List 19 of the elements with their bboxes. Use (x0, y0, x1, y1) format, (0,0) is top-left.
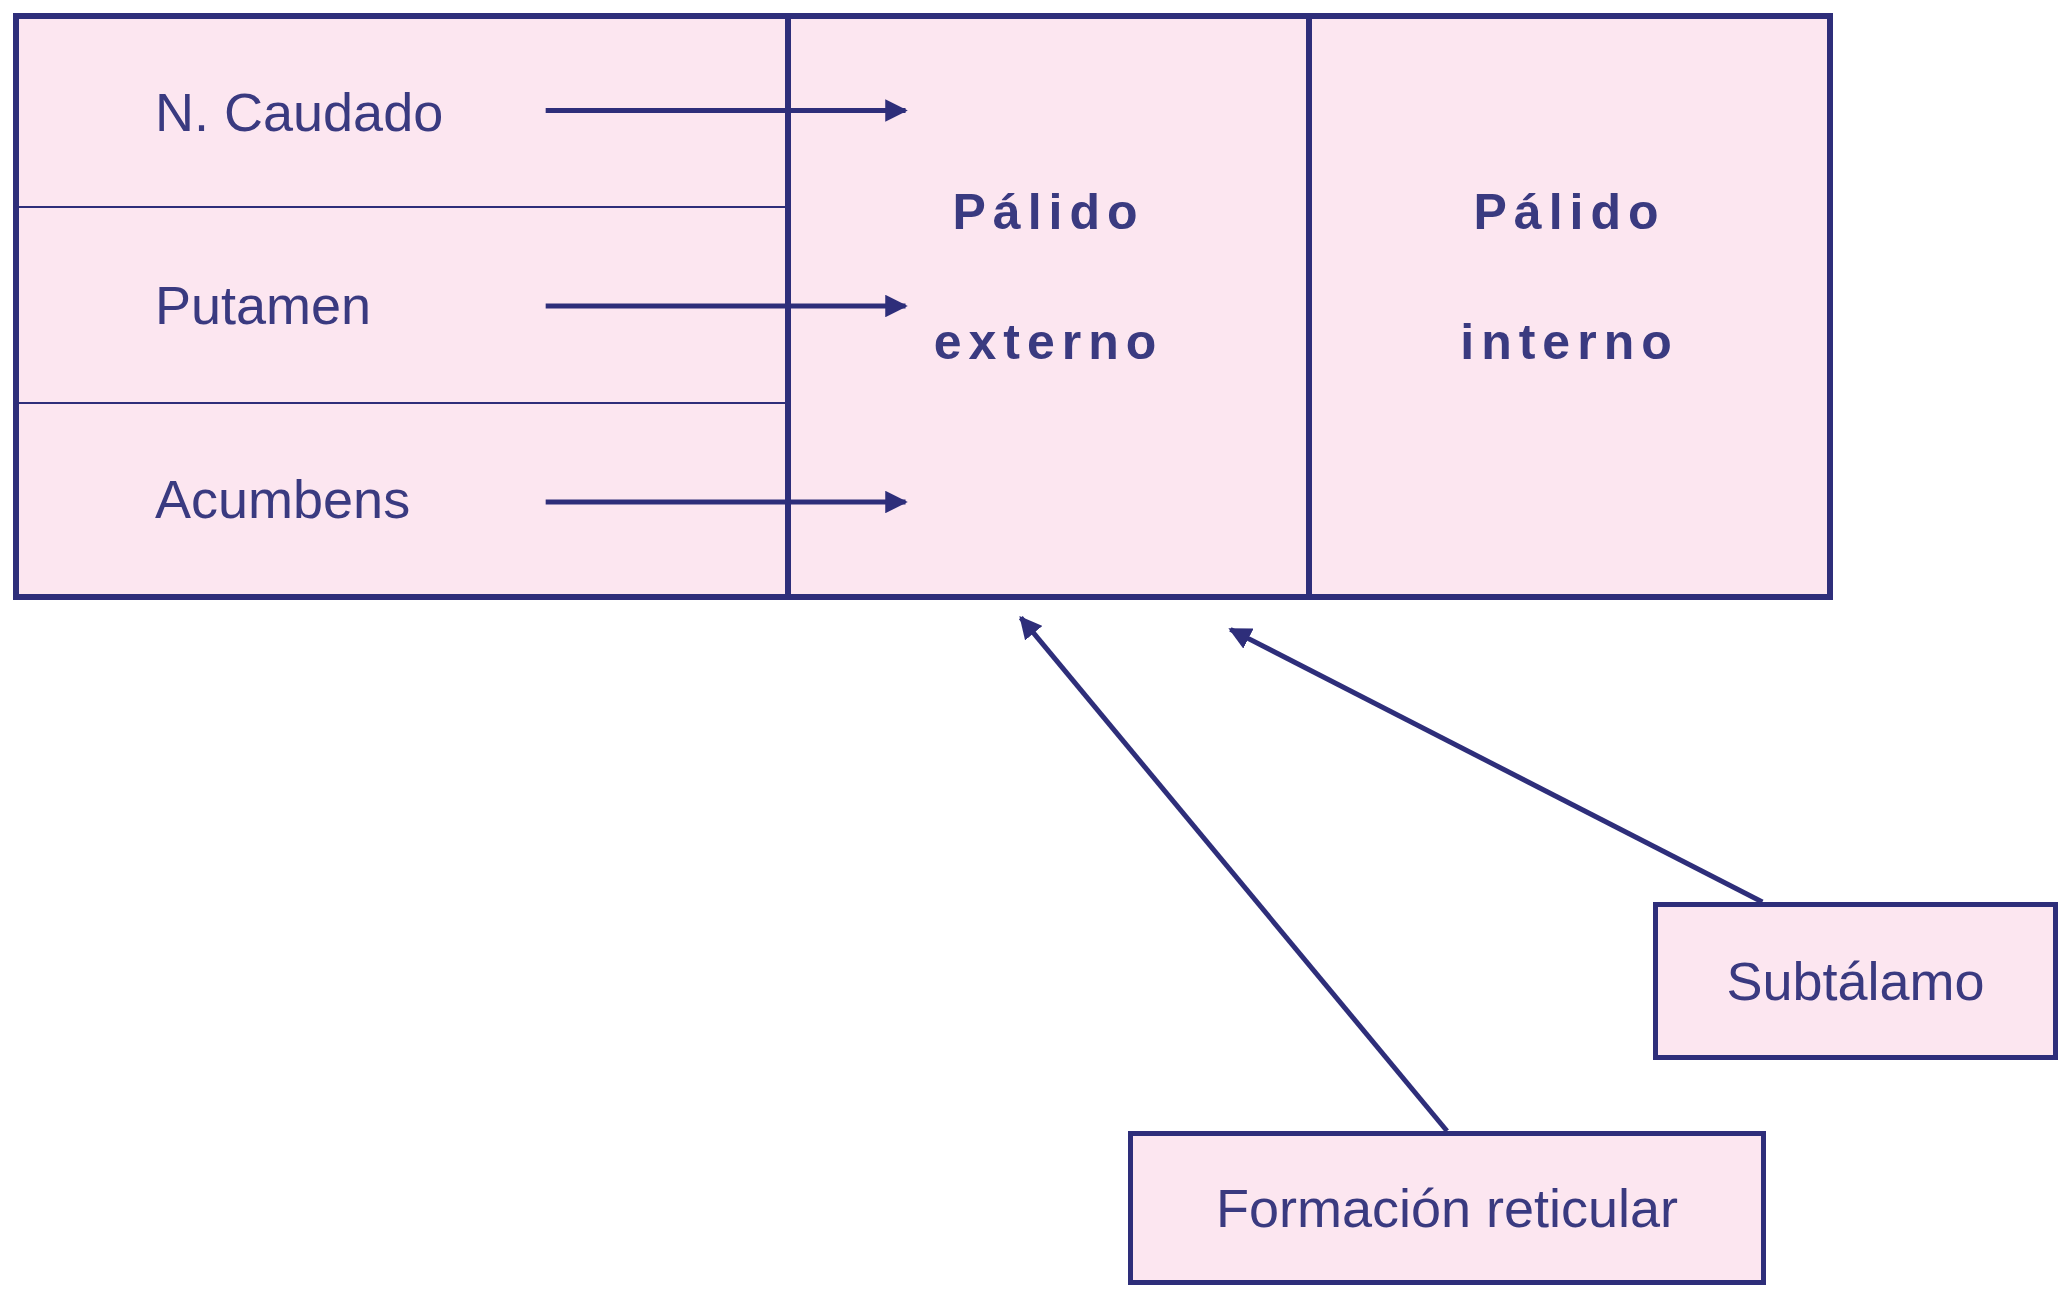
structure-label: Acumbens (155, 467, 411, 531)
arrow (545, 294, 908, 318)
structure-label: Putamen (155, 273, 372, 337)
arrow (1018, 615, 1449, 1133)
structure-cell (13, 208, 785, 404)
structure-cell (13, 13, 785, 208)
structure-cell (13, 404, 785, 600)
structure-label: Formación reticular (1215, 1176, 1679, 1240)
structure-label: N. Caudado (155, 81, 444, 144)
structure-cell (1309, 13, 1833, 600)
arrow (1228, 627, 1764, 905)
structure-box (1653, 902, 2058, 1060)
structure-label: Subtálamo (1726, 949, 1985, 1013)
arrow (545, 99, 908, 122)
structure-cell (785, 13, 1309, 600)
arrow (545, 490, 908, 514)
structure-label: Pálido externo (932, 182, 1165, 372)
structure-box (1128, 1131, 1766, 1285)
structure-label: Pálido interno (1459, 182, 1680, 372)
